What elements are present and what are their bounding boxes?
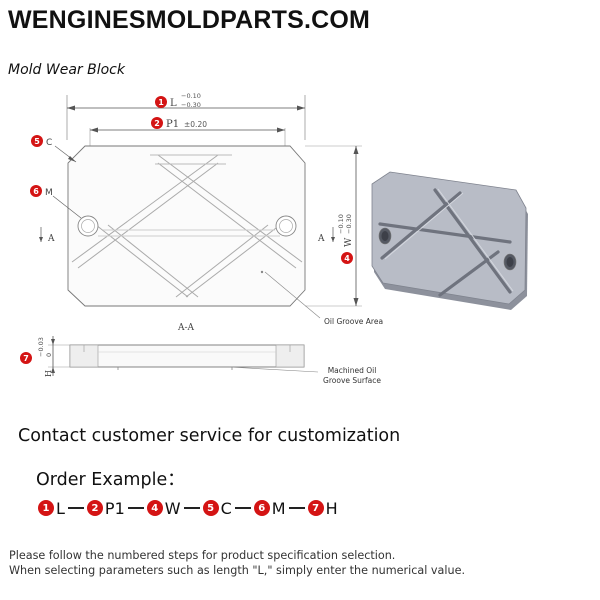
svg-text:0: 0 [45, 353, 53, 357]
dash-separator [127, 507, 144, 509]
badge-6-icon [30, 185, 42, 197]
badge-4-icon [341, 252, 353, 264]
svg-text:1: 1 [158, 98, 164, 107]
svg-text:Groove Surface: Groove Surface [323, 376, 381, 384]
order-badge-5-icon: 5 [202, 500, 219, 516]
machined-surface-label: Machined Oil Groove Surface [323, 366, 381, 384]
oil-groove-area-label: Oil Groove Area [264, 271, 383, 326]
svg-text:W: W [344, 237, 354, 247]
dash-separator [183, 507, 200, 509]
section-mark-left: A [39, 227, 55, 244]
order-badge-4-icon: 4 [146, 500, 163, 516]
svg-text:Machined Oil: Machined Oil [328, 366, 377, 375]
order-example-sequence: 1 L 2 P1 4 W 5 C 6 M 7 H [38, 498, 339, 518]
instruction-note-2: When selecting parameters such as length… [9, 564, 466, 577]
callout-M: 6 M [30, 185, 82, 219]
svg-text:5: 5 [34, 137, 40, 146]
svg-text:M: M [45, 188, 53, 198]
order-example-label: Order Example： [36, 470, 185, 490]
svg-text:±0.20: ±0.20 [184, 120, 207, 129]
svg-text:−0.10: −0.10 [181, 92, 201, 100]
badge-1-icon [155, 96, 167, 108]
badge-5-icon [31, 135, 43, 147]
svg-text:7: 7 [23, 354, 29, 363]
block-plan-view [67, 145, 306, 307]
dimension-W: W −0.10 −0.30 4 [305, 145, 362, 307]
badge-7-icon [20, 352, 32, 364]
svg-text:2: 2 [154, 119, 160, 128]
section-mark-right: A [317, 227, 335, 244]
svg-text:P1: P1 [166, 119, 179, 130]
svg-text:L: L [170, 98, 177, 109]
svg-text:A: A [317, 234, 325, 244]
dash-separator [288, 507, 305, 509]
instruction-note-1: Please follow the numbered steps for pro… [9, 549, 396, 562]
order-code-W: W [164, 498, 181, 518]
dash-separator [67, 507, 84, 509]
dash-separator [234, 507, 251, 509]
svg-text:A: A [47, 234, 55, 244]
site-banner: WENGINESMOLDPARTS.COM [8, 6, 371, 34]
section-title: A-A [177, 323, 195, 333]
order-code-L: L [56, 498, 65, 518]
contact-customer-service-text: Contact customer service for customizati… [18, 426, 401, 446]
order-code-H: H [325, 498, 338, 518]
svg-text:Oil Groove Area: Oil Groove Area [324, 317, 383, 326]
badge-2-icon [151, 117, 163, 129]
order-badge-6-icon: 6 [253, 500, 270, 516]
svg-text:−0.30: −0.30 [181, 101, 201, 109]
dimension-H: H −0.03 0 7 [20, 336, 70, 377]
product-title: Mold Wear Block [8, 62, 125, 78]
order-badge-7-icon: 7 [307, 500, 324, 516]
dimension-L: 1 L −0.10 −0.30 [66, 92, 306, 140]
svg-text:−0.30: −0.30 [345, 214, 353, 234]
order-code-C: C [220, 498, 232, 518]
svg-text:H: H [44, 370, 53, 377]
svg-text:4: 4 [344, 254, 350, 263]
svg-text:6: 6 [33, 187, 39, 196]
svg-text:C: C [46, 138, 52, 148]
order-badge-1-icon: 1 [38, 500, 54, 516]
callout-C: 5 C [31, 135, 77, 163]
section-view [69, 344, 319, 373]
order-code-P1: P1 [104, 498, 125, 518]
svg-text:−0.03: −0.03 [37, 337, 45, 357]
order-code-M: M [271, 498, 286, 518]
svg-text:−0.10: −0.10 [337, 214, 345, 234]
order-badge-2-icon: 2 [86, 500, 103, 516]
wear-block-3d-render [371, 171, 528, 310]
technical-drawing: 1 L −0.10 −0.30 2 P1 ±0.20 [20, 92, 528, 384]
